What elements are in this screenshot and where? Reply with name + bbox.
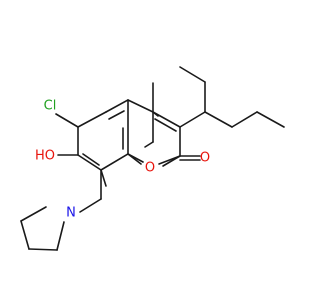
chlorine-label: Cl: [44, 99, 57, 114]
bond: [152, 111, 181, 128]
bond: [20, 206, 47, 222]
bond: [20, 220, 30, 250]
hexyl-bond: [231, 111, 258, 128]
structure-svg: Cl HO O O N: [20, 66, 285, 251]
bond: [100, 153, 129, 171]
ring-oxygen-label: O: [145, 161, 155, 176]
bond: [144, 141, 154, 148]
bond: [127, 153, 142, 165]
pyrrolidine-ring: [20, 206, 65, 251]
benzene-ring: [77, 99, 129, 187]
bond: [77, 111, 107, 128]
bond: [105, 99, 129, 113]
hexyl-bond: [179, 111, 206, 128]
molecule-diagram: Cl HO O O N: [20, 66, 285, 251]
bond: [154, 118, 177, 132]
bond: [158, 155, 181, 165]
bond: [108, 110, 125, 120]
bond: [77, 154, 102, 171]
bond: [100, 169, 107, 187]
bond: [28, 248, 58, 251]
hexyl-bond: [256, 111, 285, 128]
bond: [56, 221, 65, 251]
nitrogen-label: N: [66, 206, 76, 221]
carbonyl-oxygen-label: O: [200, 151, 210, 166]
bond: [82, 153, 100, 166]
hydroxyl-label: HO: [35, 149, 55, 164]
pyranone-ring: [127, 99, 159, 163]
hexyl-bond: [179, 66, 206, 83]
methylene-bond: [79, 198, 102, 213]
hexyl-bond: [204, 111, 233, 128]
chloro-bond: [55, 113, 79, 128]
bond: [127, 99, 154, 113]
